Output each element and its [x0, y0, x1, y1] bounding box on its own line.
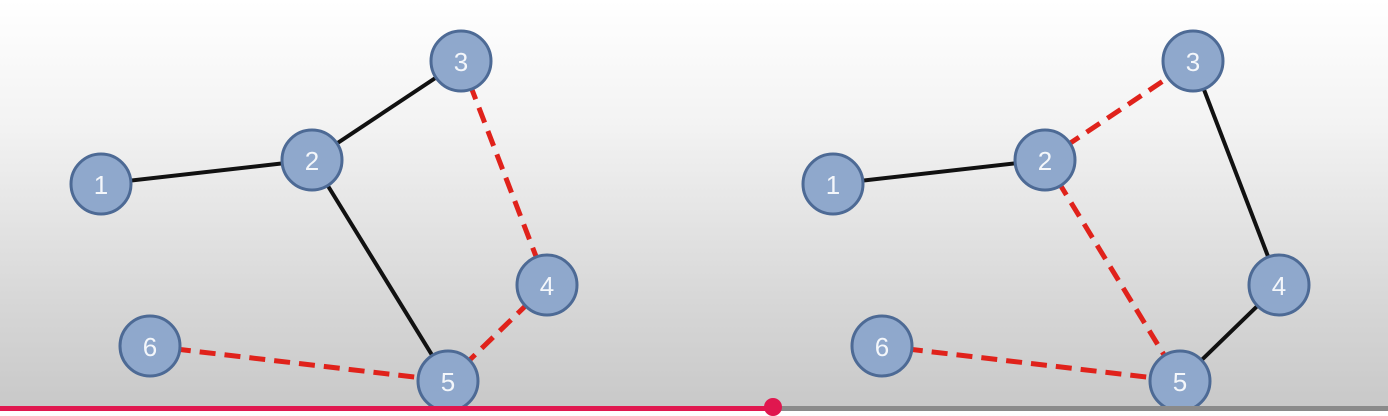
graph-left-edge-6-5 [149, 343, 449, 384]
graph-right-node-4: 4 [1247, 253, 1311, 317]
graph-right-node-5: 5 [1148, 349, 1212, 411]
node-circle [850, 314, 914, 378]
graph-right-node-6: 6 [850, 314, 914, 378]
node-circle [416, 349, 480, 411]
node-circle [69, 152, 133, 216]
graph-right-edge-3-4 [1191, 60, 1281, 286]
node-label: 1 [826, 170, 840, 200]
node-label: 3 [1186, 47, 1200, 77]
graph-left-edge-2-5 [310, 158, 450, 383]
node-label: 6 [143, 332, 157, 362]
graph-right-edge-1-2 [832, 158, 1046, 186]
video-progress-fill [0, 406, 774, 411]
graph-right-edge-2-5 [1042, 158, 1183, 383]
graph-right-node-3: 3 [1161, 29, 1225, 93]
node-label: 4 [1272, 271, 1286, 301]
node-circle [429, 29, 493, 93]
node-circle [1013, 128, 1077, 192]
node-label: 3 [454, 47, 468, 77]
node-circle [1148, 349, 1212, 411]
node-circle [1247, 253, 1311, 317]
node-label: 2 [1038, 146, 1052, 176]
graph-left-edge-1-2 [100, 158, 313, 186]
node-circle [515, 253, 579, 317]
node-label: 4 [540, 271, 554, 301]
graph-right-edge-6-5 [881, 343, 1181, 384]
graph-left-node-1: 1 [69, 152, 133, 216]
graph-right-node-1: 1 [801, 152, 865, 216]
node-label: 2 [305, 146, 319, 176]
node-circle [1161, 29, 1225, 93]
node-label: 5 [1173, 367, 1187, 397]
node-label: 6 [875, 332, 889, 362]
graph-left-node-2: 2 [280, 128, 344, 192]
node-label: 1 [94, 170, 108, 200]
node-circle [280, 128, 344, 192]
graph-left-node-3: 3 [429, 29, 493, 93]
graph-left-node-5: 5 [416, 349, 480, 411]
node-circle [801, 152, 865, 216]
graph-left-edge-3-4 [458, 60, 550, 286]
graph-right-node-2: 2 [1013, 128, 1077, 192]
video-progress-handle[interactable] [764, 398, 783, 416]
graph-left-node-6: 6 [118, 314, 182, 378]
node-label: 5 [441, 367, 455, 397]
node-circle [118, 314, 182, 378]
graph-left-node-4: 4 [515, 253, 579, 317]
